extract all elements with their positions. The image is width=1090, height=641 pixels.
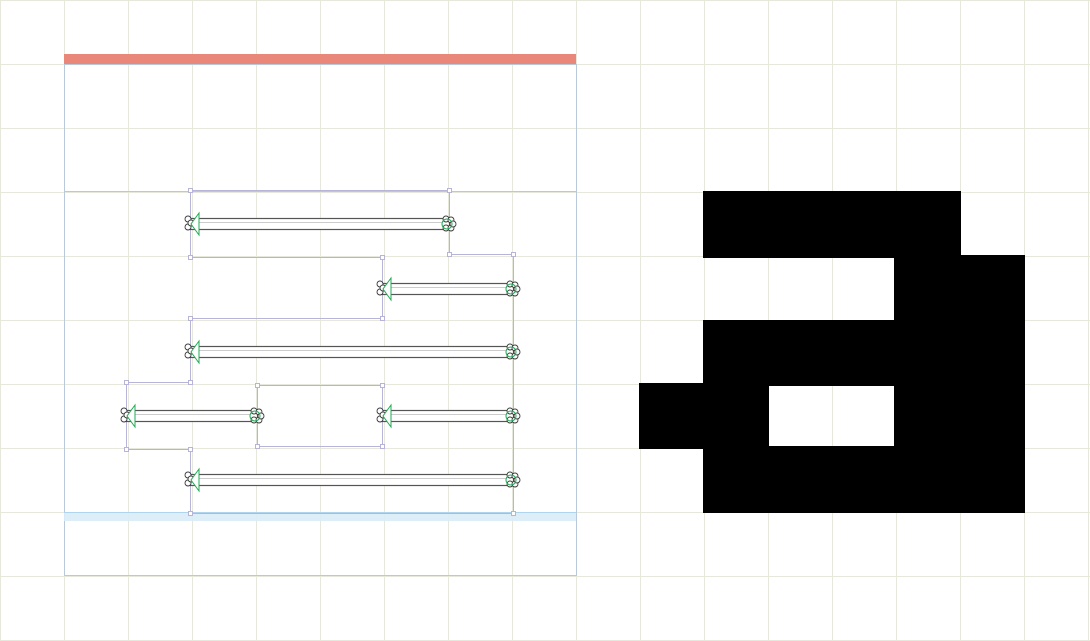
glyph-metrics-frame <box>64 54 577 576</box>
node-point[interactable] <box>513 285 521 293</box>
start-direction-arrow[interactable] <box>190 211 200 237</box>
start-node-arrow-icon[interactable] <box>120 403 136 429</box>
end-handle-ring[interactable] <box>249 410 261 422</box>
start-node-arrow-icon[interactable] <box>184 211 200 237</box>
stroke-bar[interactable] <box>120 403 265 429</box>
stroke-bar[interactable] <box>376 403 521 429</box>
end-node-circle-icon[interactable] <box>505 471 521 488</box>
end-handle-ring[interactable] <box>505 474 517 486</box>
outline-corner-point[interactable] <box>380 316 385 321</box>
outline-corner-point[interactable] <box>188 511 193 516</box>
stroke-bar-body[interactable] <box>381 409 515 423</box>
stroke-bar-body[interactable] <box>189 345 515 359</box>
node-point[interactable] <box>257 412 265 420</box>
outline-corner-point[interactable] <box>188 380 193 385</box>
baseline-band <box>64 513 576 521</box>
advance-width-bar[interactable] <box>64 54 576 64</box>
node-point[interactable] <box>513 412 521 420</box>
outline-corner-point[interactable] <box>188 316 193 321</box>
outline-corner-point[interactable] <box>124 447 129 452</box>
start-node-arrow-icon[interactable] <box>184 467 200 493</box>
outline-corner-point[interactable] <box>511 252 516 257</box>
outline-corner-point[interactable] <box>447 252 452 257</box>
node-point[interactable] <box>449 220 457 228</box>
outline-corner-point[interactable] <box>380 444 385 449</box>
node-point[interactable] <box>513 476 521 484</box>
end-node-circle-icon[interactable] <box>505 407 521 424</box>
outline-boxes <box>124 188 516 516</box>
outline-corner-point[interactable] <box>380 383 385 388</box>
start-direction-arrow[interactable] <box>126 403 136 429</box>
stroke-bar-body[interactable] <box>189 473 515 487</box>
end-handle-ring[interactable] <box>505 283 517 295</box>
start-node-arrow-icon[interactable] <box>376 403 392 429</box>
end-node-circle-icon[interactable] <box>505 280 521 297</box>
outline-corner-point[interactable] <box>380 255 385 260</box>
end-node-circle-icon[interactable] <box>441 215 457 232</box>
outline-corner-point[interactable] <box>124 380 129 385</box>
outline-corner-point[interactable] <box>188 188 193 193</box>
stroke-bar-body[interactable] <box>381 282 515 296</box>
start-direction-arrow[interactable] <box>382 276 392 302</box>
outline-corner-point[interactable] <box>255 444 260 449</box>
stroke-bar[interactable] <box>184 339 521 365</box>
stroke-paths[interactable] <box>120 211 521 493</box>
glyph-preview <box>639 191 1025 513</box>
end-handle-ring[interactable] <box>505 410 517 422</box>
stroke-bar[interactable] <box>376 276 521 302</box>
start-direction-arrow[interactable] <box>190 467 200 493</box>
stroke-bar-body[interactable] <box>125 409 259 423</box>
outline-corner-point[interactable] <box>188 447 193 452</box>
outline-corner-point[interactable] <box>511 511 516 516</box>
start-node-arrow-icon[interactable] <box>184 339 200 365</box>
outline-corner-point[interactable] <box>447 188 452 193</box>
start-direction-arrow[interactable] <box>190 339 200 365</box>
start-node-arrow-icon[interactable] <box>376 276 392 302</box>
glyph-frame-border <box>64 64 577 576</box>
start-direction-arrow[interactable] <box>382 403 392 429</box>
end-node-circle-icon[interactable] <box>505 343 521 360</box>
end-handle-ring[interactable] <box>441 218 453 230</box>
outline-corner-point[interactable] <box>255 383 260 388</box>
stroke-bar-body[interactable] <box>189 217 451 231</box>
node-point[interactable] <box>513 348 521 356</box>
end-node-circle-icon[interactable] <box>249 407 265 424</box>
stroke-bar[interactable] <box>184 211 457 237</box>
end-handle-ring[interactable] <box>505 346 517 358</box>
glyph-preview-shape <box>639 191 1025 513</box>
outline-corner-point[interactable] <box>188 255 193 260</box>
stroke-bar[interactable] <box>184 467 521 493</box>
